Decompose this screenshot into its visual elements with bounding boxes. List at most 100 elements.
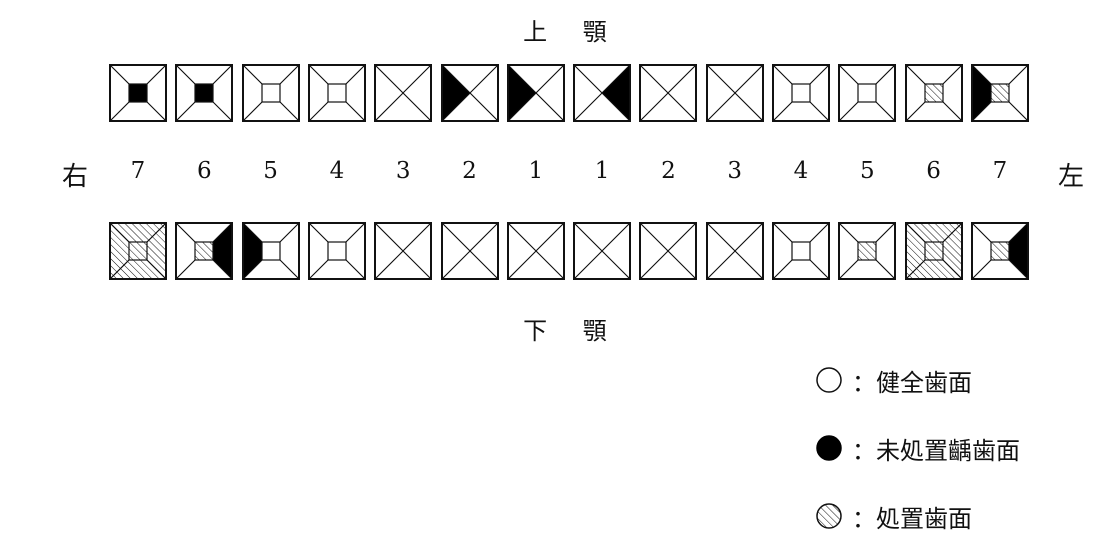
legend-label-healthy: ：健全歯面 <box>852 368 972 397</box>
upper-tooth <box>705 64 764 122</box>
tooth-surface-center <box>260 241 281 261</box>
tooth-surface-left <box>374 222 404 280</box>
tooth-outline <box>440 222 499 280</box>
tooth-outline <box>970 64 1029 122</box>
tooth-surface-center <box>990 241 1010 261</box>
tooth-surface-left <box>639 64 670 122</box>
tooth-outline <box>241 64 300 122</box>
tooth-outline <box>109 222 167 280</box>
lower-tooth <box>175 222 234 280</box>
tooth-number: 4 <box>329 158 345 184</box>
legend-item-untreated: ：未処置齲歯面 <box>814 432 1020 465</box>
tooth-surface-center <box>791 83 811 103</box>
tooth-outline <box>506 222 565 280</box>
lower-tooth <box>506 222 565 280</box>
tooth-outline <box>175 222 234 280</box>
tooth-surface-left <box>639 222 670 280</box>
tooth-outline <box>573 222 632 280</box>
tooth-surface-left <box>440 222 471 280</box>
legend-item-treated: ：処置歯面 <box>814 500 972 533</box>
upper-tooth <box>307 64 366 122</box>
tooth-surface-center <box>327 83 347 103</box>
tooth-surface-left <box>705 222 736 280</box>
tooth-outline <box>506 64 565 122</box>
tooth-number: 6 <box>196 158 212 184</box>
tooth-surface-left <box>506 222 537 280</box>
lower-tooth <box>772 222 830 280</box>
left-side-label: 左 <box>1058 162 1085 192</box>
lower-tooth <box>705 222 764 280</box>
tooth-surface-center <box>194 83 214 103</box>
lower-tooth <box>374 222 433 280</box>
tooth-surface-center <box>923 83 944 103</box>
tooth-outline <box>573 64 632 122</box>
tooth-number: 6 <box>926 158 941 184</box>
tooth-outline <box>705 64 764 122</box>
right-side-label: 右 <box>62 162 89 192</box>
tooth-outline <box>772 64 830 122</box>
tooth-surface-center <box>857 83 877 103</box>
lower-jaw-label: 下 顎 <box>523 317 621 345</box>
tooth-number: 5 <box>859 158 875 184</box>
lower-tooth <box>109 222 167 280</box>
tooth-surface-center <box>128 83 148 103</box>
lower-tooth <box>440 222 499 280</box>
tooth-surface-center <box>194 241 214 261</box>
white-circle-icon <box>816 367 842 393</box>
tooth-number: 2 <box>661 158 676 184</box>
tooth-outline <box>904 64 963 122</box>
upper-tooth <box>506 64 565 122</box>
tooth-number: 3 <box>395 158 411 184</box>
tooth-outline <box>838 222 897 280</box>
tooth-number: 5 <box>263 158 278 184</box>
tooth-outline <box>970 222 1029 280</box>
tooth-outline <box>374 222 433 280</box>
tooth-outline <box>307 64 366 122</box>
lower-tooth <box>838 222 897 280</box>
tooth-outline <box>175 64 234 122</box>
lower-tooth <box>904 222 963 280</box>
tooth-number: 7 <box>130 158 146 184</box>
upper-tooth <box>772 64 830 122</box>
tooth-surface-center <box>990 83 1010 103</box>
upper-tooth <box>374 64 433 122</box>
legend-label-treated: ：処置歯面 <box>852 504 972 533</box>
tooth-number: 1 <box>594 158 610 184</box>
tooth-surface-center <box>923 241 944 261</box>
tooth-outline <box>109 64 167 122</box>
tooth-outline <box>705 222 764 280</box>
upper-tooth <box>175 64 234 122</box>
upper-jaw-label: 上 顎 <box>523 18 621 46</box>
tooth-number: 3 <box>727 158 742 184</box>
tooth-surface-left <box>440 64 471 122</box>
lower-tooth <box>307 222 366 280</box>
tooth-surface-center <box>857 241 877 261</box>
tooth-surface-center <box>327 241 347 261</box>
tooth-number: 7 <box>992 158 1008 184</box>
tooth-outline <box>838 64 897 122</box>
upper-tooth <box>109 64 167 122</box>
tooth-surface-left <box>573 222 603 280</box>
tooth-surface-left <box>573 64 603 122</box>
tooth-outline <box>904 222 963 280</box>
tooth-number: 4 <box>793 158 809 184</box>
tooth-surface-center <box>791 241 811 261</box>
legend-label-untreated: ：未処置齲歯面 <box>852 436 1020 465</box>
tooth-surface-center <box>128 241 148 261</box>
tooth-outline <box>639 222 698 280</box>
lower-tooth <box>573 222 632 280</box>
tooth-outline <box>374 64 433 122</box>
tooth-outline <box>440 64 499 122</box>
tooth-outline <box>307 222 366 280</box>
hatched-circle-icon <box>816 503 842 529</box>
tooth-outline <box>241 222 300 280</box>
black-circle-icon <box>816 435 842 461</box>
legend-item-healthy: ：健全歯面 <box>814 364 972 397</box>
upper-tooth <box>241 64 300 122</box>
upper-tooth <box>440 64 499 122</box>
tooth-outline <box>639 64 698 122</box>
tooth-surface-left <box>506 64 537 122</box>
tooth-number: 2 <box>462 158 477 184</box>
tooth-surface-left <box>374 64 404 122</box>
tooth-surface-center <box>260 83 281 103</box>
